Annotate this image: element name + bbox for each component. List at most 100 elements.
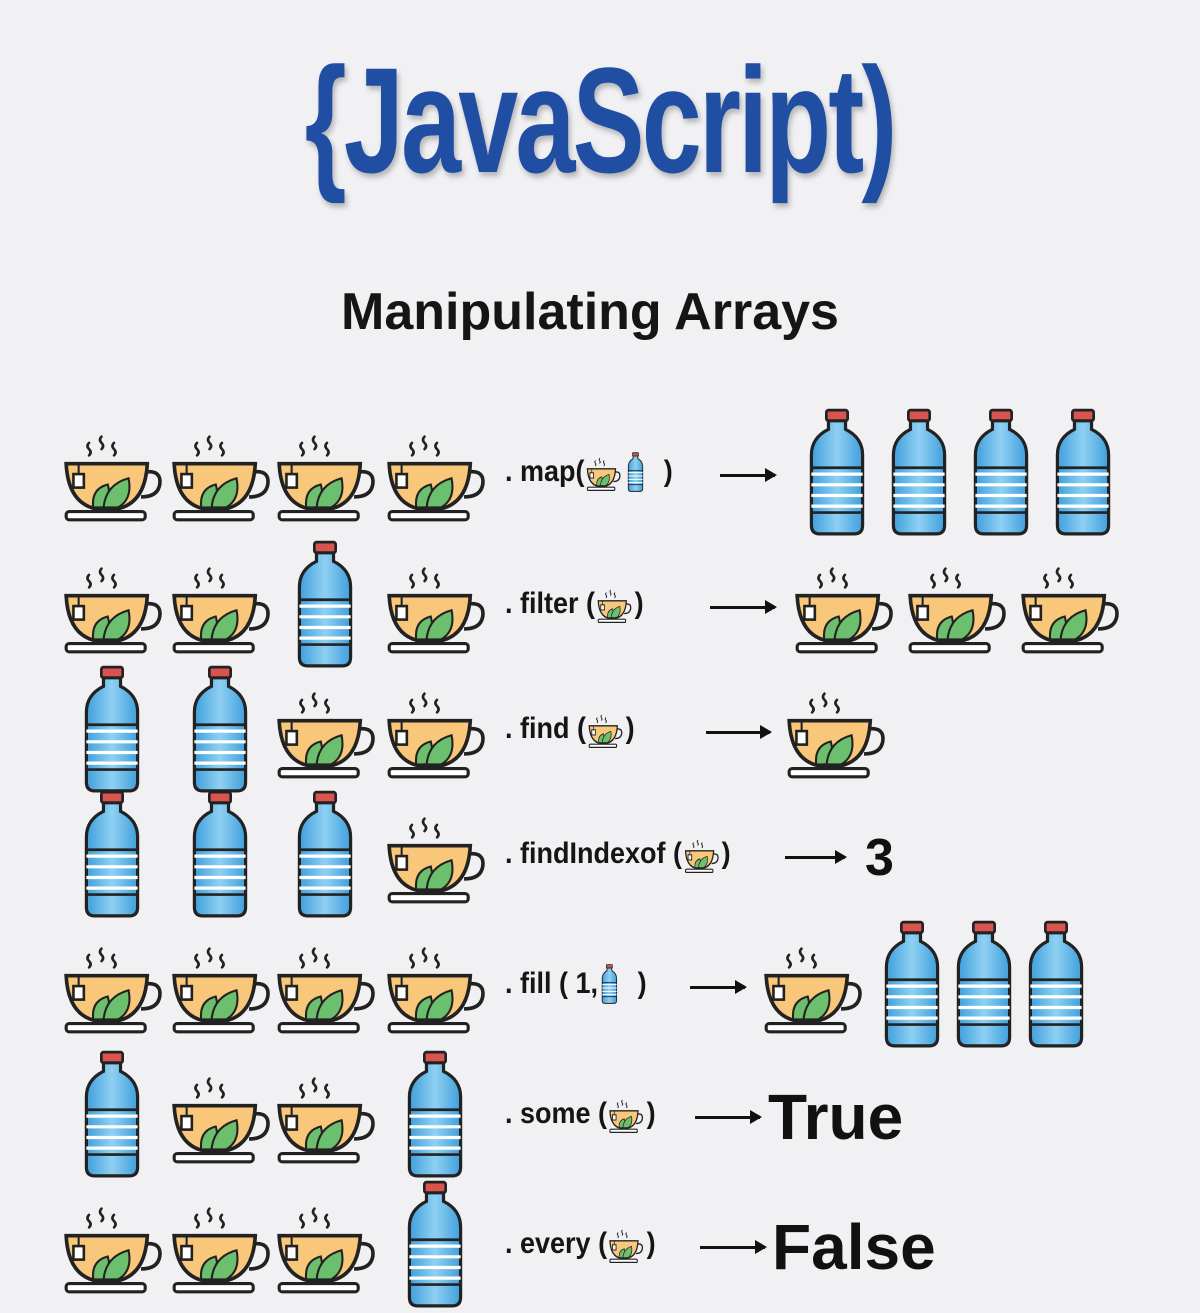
method-row: . fill ( 1, ) xyxy=(0,920,1200,1050)
method-call: . map() xyxy=(505,452,673,492)
input-item xyxy=(385,552,489,661)
water-bottle-icon xyxy=(805,408,869,536)
tea-cup-icon xyxy=(609,1224,645,1264)
input-item xyxy=(403,1180,467,1313)
tea-cup-icon xyxy=(170,420,274,524)
water-bottle-icon xyxy=(80,665,144,793)
water-bottle-icon xyxy=(1024,920,1088,1048)
input-item xyxy=(275,932,379,1041)
water-bottle-icon xyxy=(80,790,144,918)
tea-cup-icon xyxy=(609,1094,645,1134)
tea-cup-icon xyxy=(170,1192,274,1296)
input-item xyxy=(293,790,357,923)
method-name: . findIndexof ( xyxy=(505,837,682,870)
water-bottle-icon xyxy=(600,964,620,1004)
water-bottle-icon xyxy=(188,790,252,918)
arrow-icon xyxy=(720,468,777,482)
tea-cup-icon xyxy=(597,584,633,624)
input-item xyxy=(170,1192,274,1301)
tea-cup-icon xyxy=(385,677,489,781)
input-item xyxy=(80,790,144,923)
arrow-icon xyxy=(710,600,777,614)
tea-cup-icon xyxy=(586,452,622,492)
result-item xyxy=(805,408,869,541)
result-item xyxy=(880,920,944,1053)
water-bottle-icon xyxy=(1051,408,1115,536)
input-item xyxy=(62,932,166,1041)
result-item xyxy=(793,552,897,661)
method-close: ) xyxy=(625,712,635,745)
arrow-icon xyxy=(690,980,747,994)
tea-cup-icon xyxy=(62,420,166,524)
water-bottle-icon xyxy=(293,540,357,668)
tea-cup-icon xyxy=(385,802,489,906)
tea-cup-icon xyxy=(684,834,720,874)
tea-cup-icon xyxy=(385,552,489,656)
tea-cup-icon xyxy=(62,1192,166,1296)
tea-cup-icon xyxy=(275,1062,379,1166)
tea-cup-icon xyxy=(793,552,897,656)
method-close: ) xyxy=(646,1097,656,1130)
result-item xyxy=(1019,552,1123,661)
water-bottle-icon xyxy=(969,408,1033,536)
method-name: . every ( xyxy=(505,1227,608,1260)
method-row: . map() xyxy=(0,408,1200,538)
method-close: ) xyxy=(637,967,647,1000)
water-bottle-icon xyxy=(880,920,944,1048)
input-item xyxy=(170,420,274,529)
water-bottle-icon xyxy=(626,452,646,492)
method-argument xyxy=(586,452,622,492)
method-name: . find ( xyxy=(505,712,586,745)
method-row: . findIndexof () 3 xyxy=(0,790,1200,920)
method-row: . find () xyxy=(0,665,1200,795)
method-argument xyxy=(684,834,720,874)
method-row: . filter () xyxy=(0,540,1200,670)
tea-cup-icon xyxy=(906,552,1010,656)
input-item xyxy=(170,1062,274,1171)
method-call: . findIndexof () xyxy=(505,834,731,874)
water-bottle-icon xyxy=(887,408,951,536)
method-call: . fill ( 1, ) xyxy=(505,964,647,1004)
water-bottle-icon xyxy=(952,920,1016,1048)
input-item xyxy=(62,1192,166,1301)
result-item xyxy=(762,932,866,1041)
result-item xyxy=(906,552,1010,661)
tea-cup-icon xyxy=(1019,552,1123,656)
input-item xyxy=(275,1192,379,1301)
method-argument xyxy=(609,1094,645,1134)
input-item xyxy=(293,540,357,673)
method-name: . map( xyxy=(505,455,585,488)
title: {JavaScript) xyxy=(0,20,1200,220)
title-text: {JavaScript) xyxy=(305,36,898,204)
method-name: . filter ( xyxy=(505,587,596,620)
tea-cup-icon xyxy=(275,1192,379,1296)
input-item xyxy=(80,665,144,798)
input-item xyxy=(275,677,379,786)
water-bottle-icon xyxy=(403,1180,467,1308)
input-item xyxy=(275,420,379,529)
input-item xyxy=(62,552,166,661)
method-close: ) xyxy=(721,837,731,870)
result-item xyxy=(952,920,1016,1053)
method-name: . some ( xyxy=(505,1097,608,1130)
input-item xyxy=(403,1050,467,1183)
result-item xyxy=(887,408,951,541)
method-name: . fill ( 1, xyxy=(505,967,599,1000)
input-item xyxy=(170,552,274,661)
input-item xyxy=(170,932,274,1041)
tea-cup-icon xyxy=(762,932,866,1036)
arrow-icon xyxy=(706,725,772,739)
result-item xyxy=(1051,408,1115,541)
result-value: True xyxy=(768,1081,904,1154)
method-argument xyxy=(597,584,633,624)
method-close: ) xyxy=(634,587,644,620)
method-row: . every ()False xyxy=(0,1180,1200,1310)
method-call: . filter () xyxy=(505,584,644,624)
method-close: ) xyxy=(663,455,673,488)
arrow-icon xyxy=(695,1110,762,1124)
tea-cup-icon xyxy=(170,1062,274,1166)
result-value: 3 xyxy=(865,828,894,887)
tea-cup-icon xyxy=(170,932,274,1036)
input-item xyxy=(385,677,489,786)
method-row: . some () True xyxy=(0,1050,1200,1180)
